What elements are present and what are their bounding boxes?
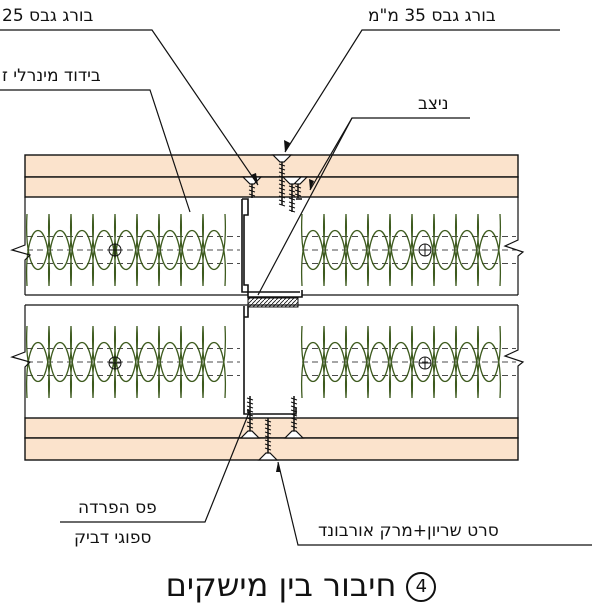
leader-arrowheads bbox=[251, 140, 314, 472]
stud-profile bbox=[241, 198, 303, 415]
insulation-wave bbox=[25, 213, 227, 287]
label-separation-strip-2: ספוגי דביק bbox=[74, 528, 152, 548]
label-screw-25: בורג גבס 25 bbox=[2, 6, 94, 26]
screw-icon bbox=[257, 418, 279, 461]
insulation-wave bbox=[25, 325, 227, 399]
label-stud: ניצב bbox=[418, 94, 449, 114]
insulation-wave bbox=[300, 325, 502, 399]
leader-lines bbox=[0, 29, 592, 546]
label-screw-35: בורג גבס 35 מ"מ bbox=[368, 6, 496, 26]
screw-icons bbox=[239, 154, 309, 461]
screw-icon bbox=[283, 396, 305, 439]
separation-strip bbox=[247, 297, 299, 308]
mineral-insulation-bottom bbox=[25, 325, 516, 399]
gypsum-boards bbox=[24, 154, 519, 461]
insulation-wave bbox=[300, 213, 502, 287]
screw-icon bbox=[281, 176, 303, 213]
title-text: חיבור בין מישקים bbox=[165, 566, 397, 604]
top-board-inner bbox=[24, 176, 519, 198]
title-number-badge: 4 bbox=[406, 572, 437, 602]
mineral-insulation-top bbox=[25, 213, 516, 287]
diagram-title: 4 חיבור בין מישקים bbox=[0, 566, 602, 604]
stud-marks bbox=[108, 243, 432, 370]
break-lines bbox=[10, 197, 525, 418]
top-board-outer bbox=[24, 154, 519, 178]
screw-icon bbox=[271, 154, 293, 207]
label-separation-strip-1: פס הפרדה bbox=[78, 498, 157, 518]
bottom-board-inner bbox=[24, 417, 519, 439]
label-reinforcement-tape: סרט שריון+מרק אורבונד bbox=[318, 521, 499, 541]
label-mineral-insulation: בידוד מינרלי ז bbox=[2, 66, 101, 86]
